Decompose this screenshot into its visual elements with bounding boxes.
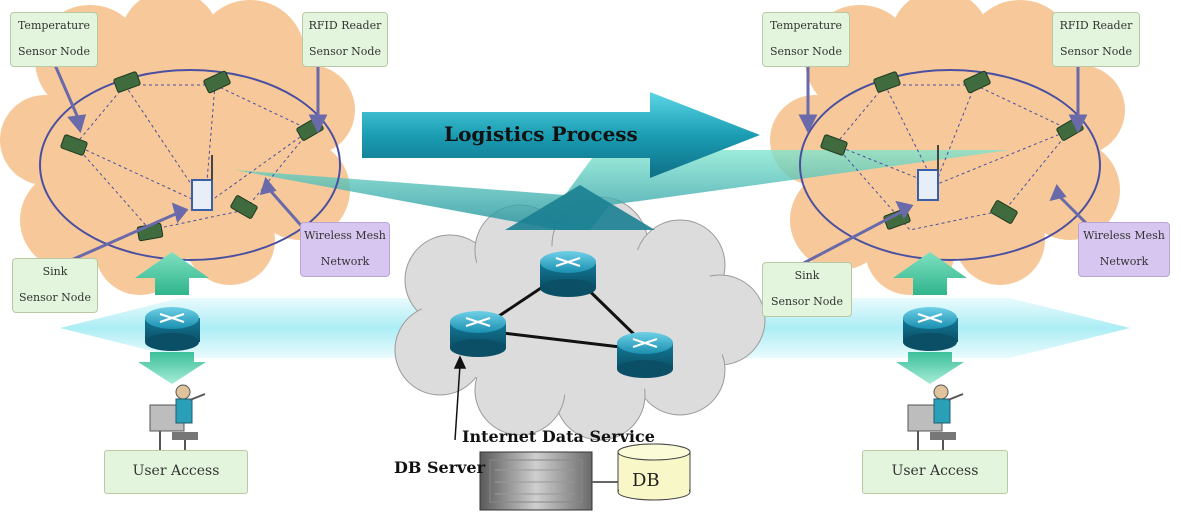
left-user-icon: [149, 384, 206, 452]
db-cylinder: [617, 443, 691, 501]
logistics-process-arrow: [362, 92, 760, 178]
right-rfid-label: RFID Reader Sensor Node: [1052, 12, 1140, 67]
core-router-left: [450, 311, 506, 357]
left-sink-device: [191, 155, 213, 211]
core-router-right: [617, 332, 673, 378]
right-pointer-arrows: [798, 65, 1090, 267]
right-sink-label-line2: Sensor Node: [771, 295, 843, 308]
db-server-image: [479, 451, 593, 511]
left-sink-label-line2: Sensor Node: [19, 291, 91, 304]
left-rfid-label: RFID Reader Sensor Node: [302, 12, 388, 67]
core-router-top: [540, 251, 596, 297]
left-sensor-nodes: [60, 70, 324, 242]
right-rfid-label-line1: RFID Reader: [1059, 19, 1133, 32]
right-mesh-ellipse: [799, 69, 1101, 261]
right-mesh-label: Wireless Mesh Network: [1078, 222, 1170, 277]
data-funnel: [235, 150, 1010, 230]
right-mesh-label-line2: Network: [1099, 255, 1149, 268]
left-sink-label-line1: Sink: [42, 265, 68, 278]
right-sensor-cloud: [770, 0, 1125, 295]
right-sink-label: Sink Sensor Node: [762, 262, 852, 317]
db-server-label: DB Server: [394, 458, 486, 477]
left-temperature-label-line2: Sensor Node: [18, 45, 90, 58]
left-sink-label: Sink Sensor Node: [12, 258, 98, 313]
db-label: DB: [632, 470, 660, 491]
logistics-process-label: Logistics Process: [444, 122, 638, 146]
left-mesh-ellipse: [39, 69, 341, 261]
right-user-icon: [907, 384, 964, 452]
right-edge-router: [903, 307, 958, 351]
left-rfid-label-line1: RFID Reader: [308, 19, 382, 32]
left-edge-router: [145, 307, 200, 351]
right-temperature-label-line2: Sensor Node: [770, 45, 842, 58]
right-rfid-label-line2: Sensor Node: [1060, 45, 1132, 58]
left-mesh-label-line2: Network: [320, 255, 370, 268]
right-sink-label-line1: Sink: [794, 269, 820, 282]
right-sink-device: [917, 145, 939, 201]
right-mesh-label-line1: Wireless Mesh: [1083, 229, 1165, 242]
left-user-access-label: User Access: [104, 450, 248, 494]
left-uplink-arrows: [135, 252, 209, 384]
right-temperature-label: Temperature Sensor Node: [762, 12, 850, 67]
right-temperature-label-line1: Temperature: [769, 19, 843, 32]
left-mesh-label: Wireless Mesh Network: [300, 222, 390, 277]
left-rfid-label-line2: Sensor Node: [309, 45, 381, 58]
db-pointer-arrow: [453, 355, 467, 441]
right-user-access-label: User Access: [862, 450, 1008, 494]
right-uplink-arrows: [893, 252, 967, 384]
left-temperature-label-line1: Temperature: [17, 19, 91, 32]
internet-data-service-label: Internet Data Service: [462, 427, 655, 446]
left-mesh-label-line1: Wireless Mesh: [304, 229, 386, 242]
left-temperature-label: Temperature Sensor Node: [10, 12, 98, 67]
left-pointer-arrows: [53, 64, 328, 267]
